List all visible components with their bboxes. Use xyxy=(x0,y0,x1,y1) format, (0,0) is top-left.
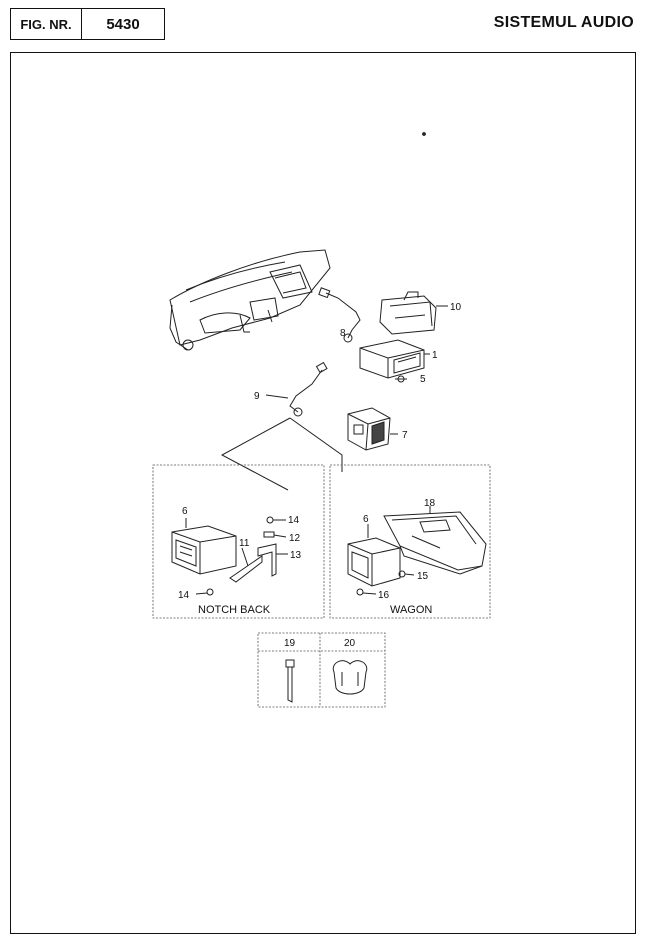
caption-notch-back: NOTCH BACK xyxy=(198,604,271,616)
callout-6-wagon: 6 xyxy=(363,514,369,525)
dashboard-illustration xyxy=(169,249,331,351)
figure-label: FIG. NR. xyxy=(11,9,82,39)
callout-18: 18 xyxy=(424,498,436,509)
bracket-10 xyxy=(379,291,448,335)
tray-18 xyxy=(383,506,487,575)
callout-6-notch: 6 xyxy=(182,506,188,517)
speck-dot xyxy=(422,132,426,136)
nut-14-top xyxy=(266,516,286,524)
diagram-frame xyxy=(10,52,636,934)
notch-back-panel xyxy=(152,464,325,619)
figure-number: 5430 xyxy=(106,15,140,33)
callout-11: 11 xyxy=(239,538,250,549)
wagon-panel xyxy=(329,464,491,619)
screw-16 xyxy=(356,588,377,596)
screw-5 xyxy=(395,375,407,383)
callout-13: 13 xyxy=(290,550,302,561)
callout-16: 16 xyxy=(378,590,390,601)
amplifier-7 xyxy=(347,407,398,451)
callout-12: 12 xyxy=(289,533,301,544)
radio-unit-1 xyxy=(359,339,430,379)
caption-wagon: WAGON xyxy=(390,604,432,616)
callout-9: 9 xyxy=(254,391,260,402)
callout-1: 1 xyxy=(432,350,438,361)
callout-15: 15 xyxy=(417,571,429,582)
bracket-11 xyxy=(229,547,263,583)
cd-changer-wagon-6 xyxy=(347,524,401,587)
callout-14-top: 14 xyxy=(288,515,300,526)
callout-5: 5 xyxy=(420,374,426,385)
clip-12 xyxy=(263,531,287,538)
callout-14-bottom: 14 xyxy=(178,590,190,601)
accessories-panel xyxy=(257,632,386,708)
cable-tie-19 xyxy=(285,659,295,703)
nut-14-bottom xyxy=(195,588,214,596)
callout-7: 7 xyxy=(402,430,408,441)
figure-number-box: FIG. NR. 5430 xyxy=(10,8,165,40)
connector-lines xyxy=(220,417,343,491)
clip-15 xyxy=(398,570,415,578)
antenna-cable-8 xyxy=(318,287,361,343)
callout-20: 20 xyxy=(344,638,356,649)
clip-20 xyxy=(332,660,368,695)
callout-8: 8 xyxy=(340,328,346,339)
callout-10: 10 xyxy=(450,302,462,313)
cable-9 xyxy=(265,361,328,417)
page-title: SISTEMUL AUDIO xyxy=(493,14,634,31)
cd-changer-notch-6 xyxy=(171,518,237,575)
bracket-13 xyxy=(257,543,288,577)
callout-19: 19 xyxy=(284,638,296,649)
